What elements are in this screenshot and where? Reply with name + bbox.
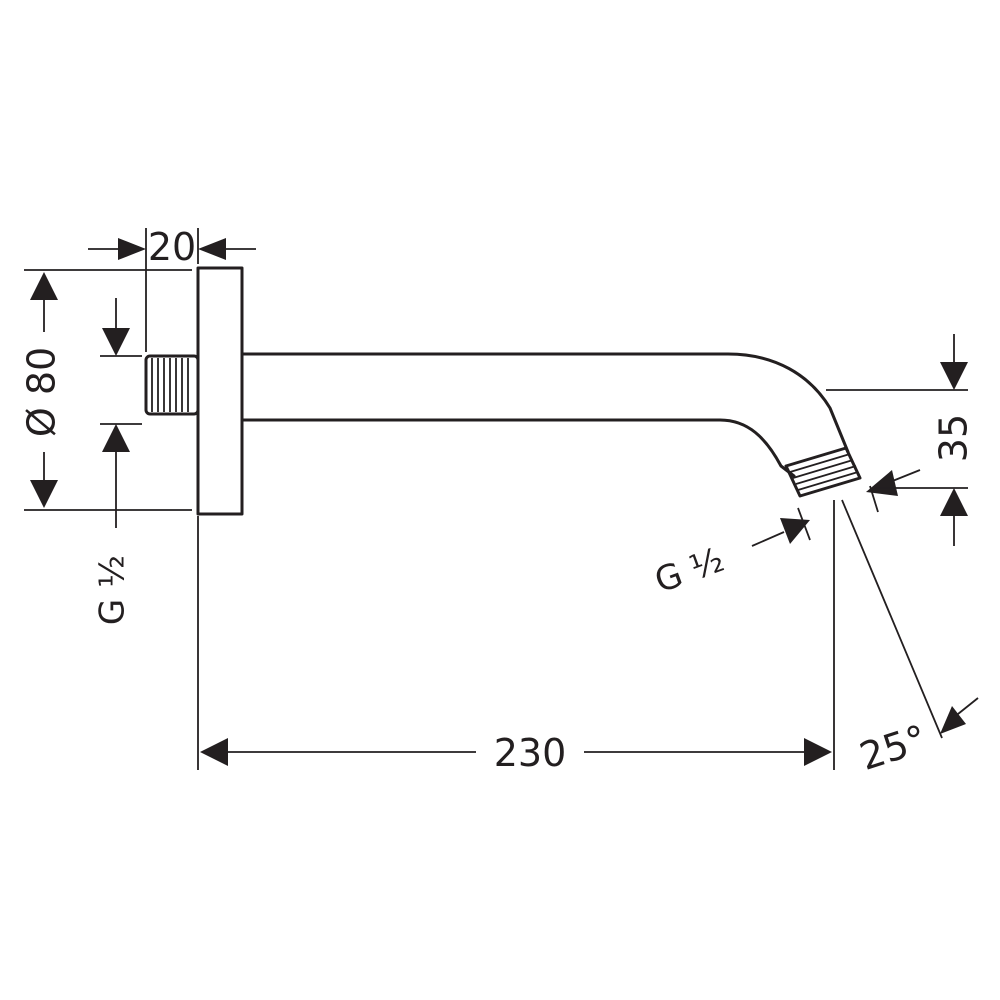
- dim-flange-diameter: Ø 80: [20, 269, 192, 511]
- flange-diameter-label: Ø 80: [20, 347, 64, 437]
- outlet-angle-label: 25°: [854, 716, 932, 779]
- dim-outlet-angle: 25°: [841, 499, 979, 779]
- inlet-thread-label: G ½: [93, 555, 133, 625]
- dim-arm-length: 230: [197, 500, 835, 775]
- dim-flange-thickness: 20: [88, 225, 256, 352]
- dim-outlet-thread: G ½: [650, 469, 921, 602]
- arm-length-label: 230: [494, 731, 567, 775]
- flange-thickness-label: 20: [148, 225, 196, 269]
- wall-flange: [196, 266, 244, 516]
- outlet-thread-label: G ½: [650, 540, 730, 602]
- dim-inlet-thread: G ½: [93, 298, 142, 625]
- drop-height-label: 35: [932, 414, 976, 462]
- outlet-thread-end: [784, 446, 862, 498]
- shower-arm-pipe: [240, 352, 850, 478]
- inlet-thread-nipple: [144, 354, 200, 416]
- dim-drop-height: 35: [826, 334, 976, 546]
